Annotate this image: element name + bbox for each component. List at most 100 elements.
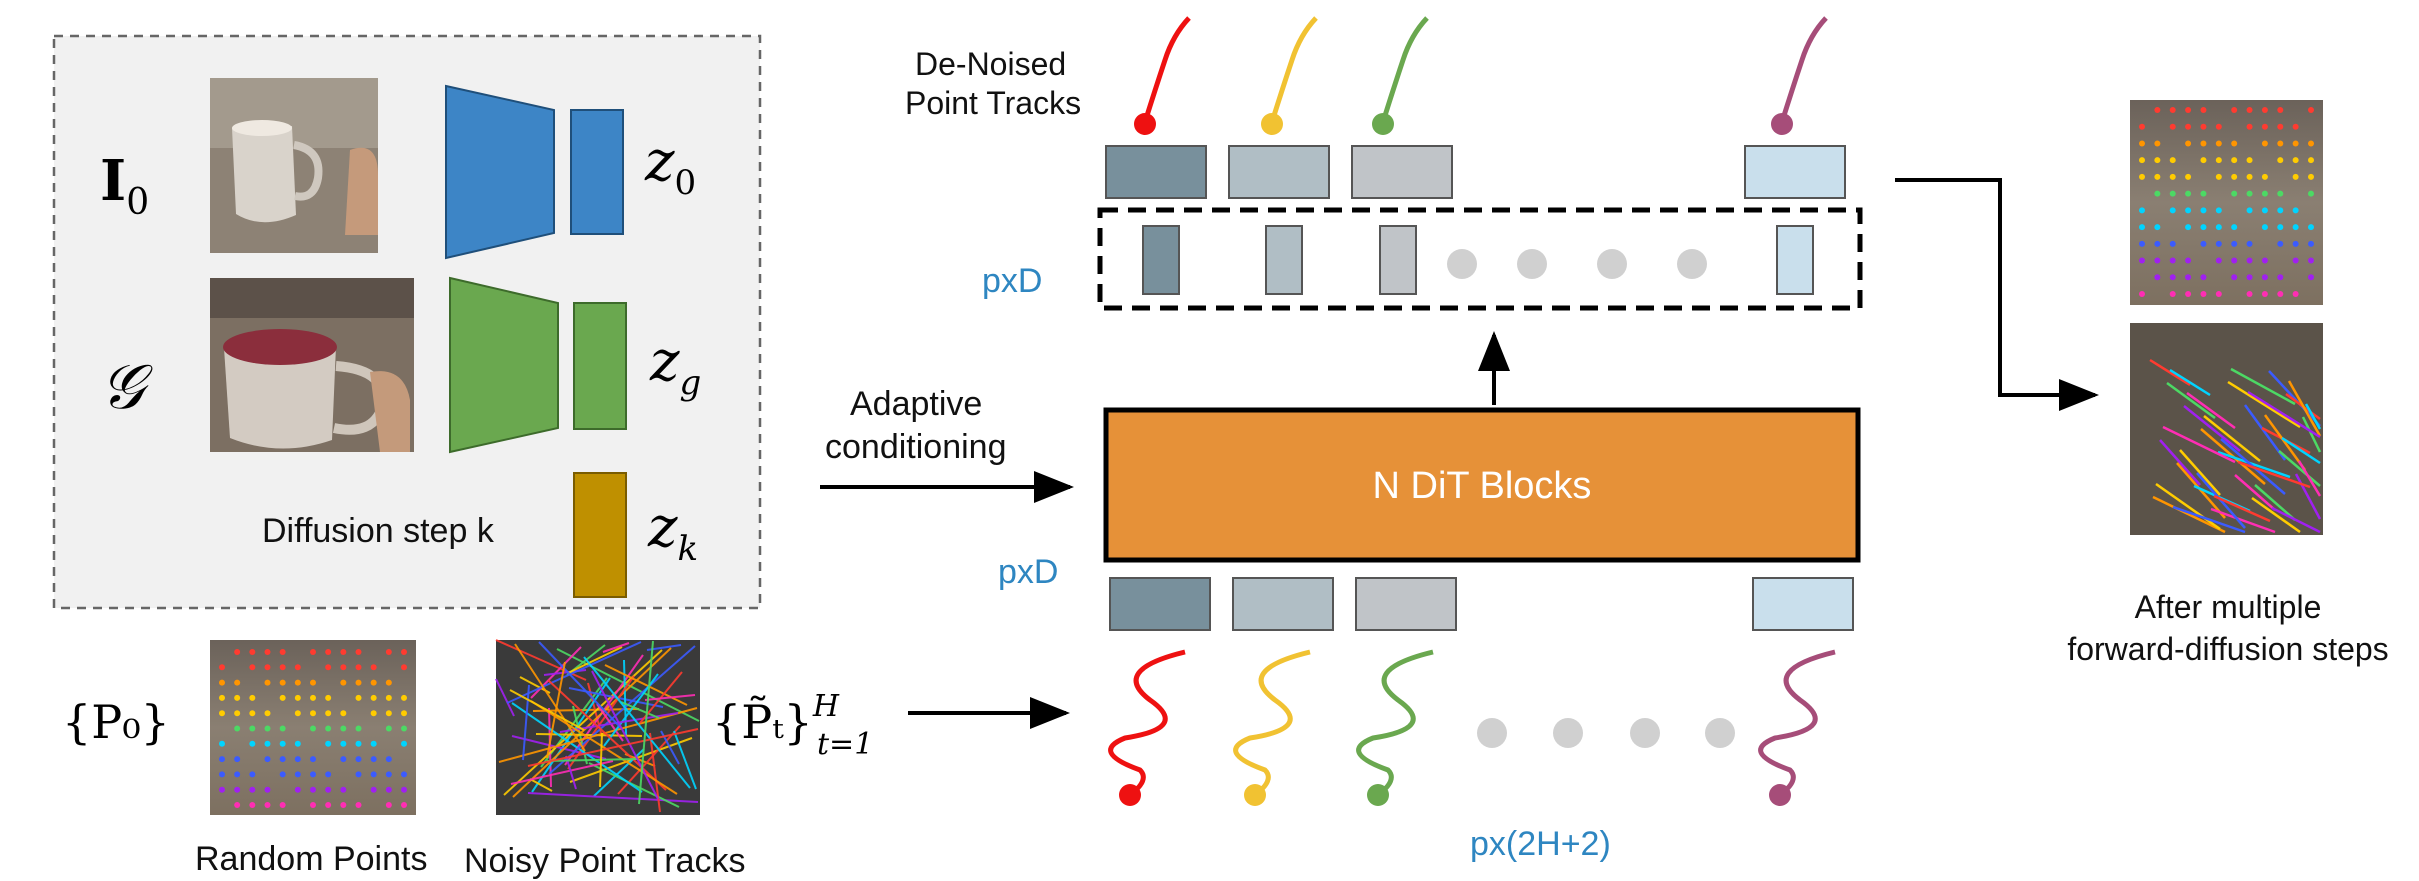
random-point [401,740,407,747]
result-point [2185,123,2192,130]
random-point [401,786,407,793]
noisy-track-line [529,778,553,792]
random-point [219,679,225,686]
result-point [2261,140,2268,147]
random-point [401,802,407,808]
result-point [2277,240,2284,247]
result-point [2200,224,2207,231]
result-track-line [2227,380,2301,429]
random-point [401,771,407,778]
track-start-point [1134,113,1156,135]
random-point [249,786,256,793]
random-point [264,649,271,655]
random-point [385,710,392,717]
random-point [325,664,332,671]
track-start-point [1372,113,1394,135]
result-point [2231,190,2238,197]
result-track-line [2203,415,2261,462]
random-point [370,771,377,778]
result-point [2246,207,2253,214]
result-thumbnail-top [2130,100,2323,305]
random-point [340,802,347,808]
random-point [234,725,241,732]
noisy-track-line [638,640,654,805]
output-token [1351,145,1453,199]
random-point [234,786,241,793]
output-small-tokens-row [1142,225,1814,295]
random-point [249,740,256,747]
result-point [2154,173,2161,180]
denoised-label-line1: De-Noised [915,46,1066,82]
random-point [355,725,362,732]
adaptive-conditioning-label-line1: Adaptive [850,385,982,423]
result-point [2246,257,2253,264]
noisy-track-line [512,647,672,798]
random-point [401,710,407,717]
random-point [294,679,301,686]
random-point [279,679,286,686]
result-point [2169,291,2176,297]
result-point [2200,240,2207,247]
result-point [2292,224,2299,231]
result-track-line [2213,494,2271,523]
result-point [2277,123,2284,130]
noisy-track-line [498,707,698,763]
result-point [2139,207,2145,214]
result-track-line [2251,496,2301,534]
result-point [2185,224,2192,231]
random-point [355,802,362,808]
result-point [2154,190,2161,197]
output-tokens-row [1105,145,1846,199]
result-track-line [2152,495,2226,534]
random-point [264,710,271,717]
result-point [2185,257,2192,264]
noisy-track-line [596,703,624,742]
result-point [2308,157,2314,164]
result-point [2215,291,2222,297]
result-point [2215,173,2222,180]
result-point [2261,291,2268,297]
output-token [1228,145,1330,199]
random-point [355,771,362,778]
random-point [325,649,332,655]
random-point [310,771,316,778]
random-point [249,771,256,778]
result-point [2200,157,2207,164]
random-points-math: {P₀} [62,695,170,749]
result-point [2277,224,2284,231]
ellipsis-dot [1477,718,1507,748]
result-track-line [2183,405,2241,452]
diffusion-step-label: Diffusion step k [262,512,495,550]
output-small-token [1379,225,1417,295]
result-track-line [2230,367,2296,406]
track-start-point [1244,784,1266,806]
random-points-thumbnail [210,640,416,815]
result-label-line1: After multiple [2135,589,2322,625]
noisy-tracks-thumbnail [495,639,700,815]
random-point [279,771,286,778]
random-point [340,679,347,686]
track-start-point [1119,784,1141,806]
result-point [2169,173,2176,180]
random-point [310,802,316,808]
result-point [2277,157,2284,164]
track-dim-label: px(2H+2) [1470,825,1611,863]
random-point [370,664,377,671]
result-track-line [2196,472,2246,529]
random-point [234,756,241,763]
random-point [401,649,407,655]
goal-latent-block [573,302,627,430]
noisy-track-line [567,675,635,770]
random-point [234,802,241,808]
result-point [2169,123,2176,130]
denoised-track [1142,16,1191,123]
result-track-line [2159,439,2201,486]
random-point [279,725,286,732]
result-point [2139,123,2145,130]
random-point [340,756,347,763]
result-track-line [2263,414,2307,471]
result-point [2261,173,2268,180]
result-point [2139,240,2145,247]
denoised-track [1269,16,1318,123]
random-point [325,740,332,747]
